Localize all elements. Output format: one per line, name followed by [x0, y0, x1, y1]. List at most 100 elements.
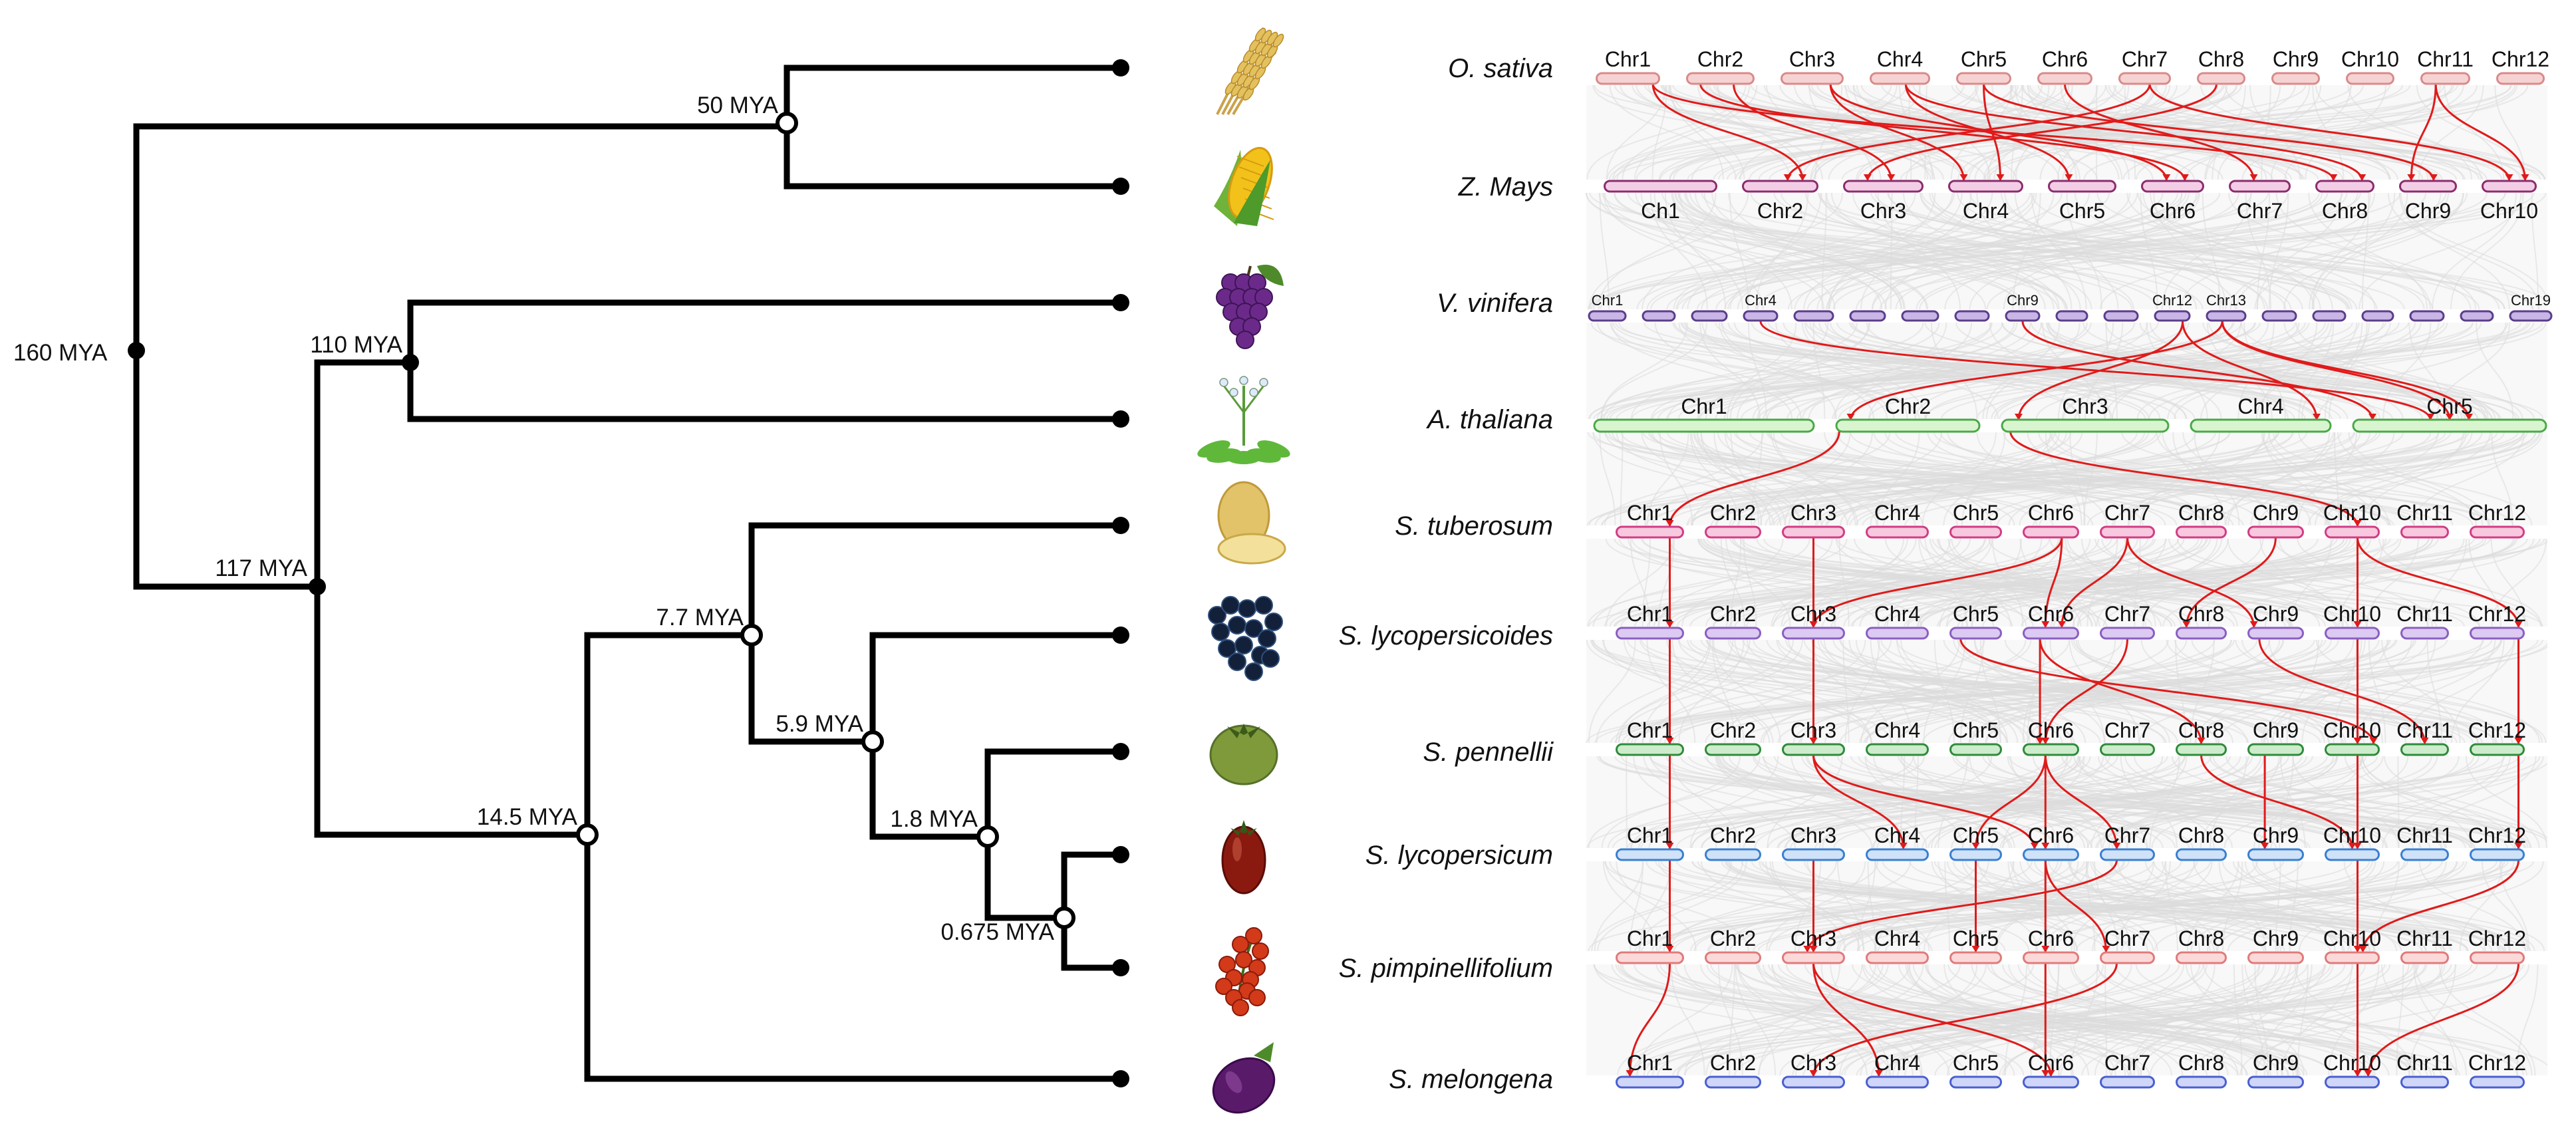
chromosome-bar: [1604, 180, 1717, 193]
chromosome-label: Chr13: [2206, 292, 2246, 309]
species-label: S. lycopersicoides: [1339, 621, 1553, 650]
chromosome-bar: [2103, 310, 2139, 322]
chromosome-label: Chr2: [1710, 718, 1756, 742]
chromosome-label: Chr2: [1757, 199, 1803, 223]
chromosome-bar: [2247, 1075, 2304, 1089]
chromosome-bar: [2048, 180, 2116, 193]
divergence-time-label: 5.9 MYA: [776, 711, 863, 737]
synteny-link-arrow: [2353, 520, 2362, 527]
synteny-link-arrow: [2180, 174, 2189, 181]
chromosome-bar: [1849, 310, 1886, 322]
chromosome-bar: [2400, 627, 2449, 640]
species-label: Z. Mays: [1458, 172, 1553, 202]
chromosome-label: Chr1: [1627, 823, 1673, 847]
synteny-link-arrow: [1846, 414, 1855, 420]
chromosome-label: Chr19: [2511, 292, 2551, 309]
synteny-link: [1850, 321, 2223, 420]
chromosome-bar: [2470, 525, 2525, 539]
chromosome-label: Chr8: [2178, 602, 2224, 626]
chromosome-label: Chr7: [2104, 823, 2150, 847]
chromosome-bar: [2261, 310, 2297, 322]
synteny-link: [2258, 638, 2426, 744]
synteny-link: [1806, 859, 2118, 952]
synteny-link-arrow: [1665, 621, 1674, 628]
synteny-link-arrow: [2407, 174, 2416, 181]
chromosome-label: Chr11: [2396, 602, 2453, 626]
chromosome-bar: [2154, 310, 2191, 322]
chromosome-label: Chr5: [2426, 394, 2472, 418]
synteny-link: [1787, 83, 2151, 181]
chromosome-bar: [1866, 525, 1929, 539]
chromosome-bar: [2023, 848, 2079, 861]
chromosome-bar: [2176, 1075, 2227, 1089]
synteny-link: [1959, 638, 2374, 744]
chromosome-bar: [2470, 951, 2525, 964]
tree-tip: [1112, 517, 1129, 534]
chromosome-bar: [1866, 1075, 1929, 1089]
chromosome-label: Chr12: [2468, 718, 2526, 742]
chromosome-bar: [2023, 743, 2079, 756]
chromosome-label: Chr7: [2104, 718, 2150, 742]
synteny-link: [2017, 321, 2184, 420]
divergence-time-label: 7.7 MYA: [656, 605, 744, 631]
chromosome-bar: [1616, 848, 1684, 861]
synteny-link-arrow: [2369, 738, 2378, 744]
synteny-link-arrow: [2162, 174, 2171, 181]
chromosome-label: Chr1: [1681, 394, 1727, 418]
chromosome-label: Chr8: [2178, 926, 2224, 950]
chromosome-bar: [2400, 525, 2449, 539]
chromosome-label: Chr8: [2178, 718, 2224, 742]
chromosome-label: Chr1: [1627, 501, 1673, 525]
chromosome-bar: [2190, 418, 2332, 433]
synteny-link-arrow: [2514, 621, 2523, 628]
synteny-link-arrow: [2057, 621, 2066, 628]
maize-icon: [1214, 146, 1274, 226]
chromosome-bar: [1793, 310, 1834, 322]
chromosome-bar: [2400, 743, 2449, 756]
species-icons: [1197, 27, 1290, 1114]
synteny-link: [2061, 537, 2128, 628]
chromosome-label: Chr9: [2253, 602, 2299, 626]
synteny-link-arrow: [2364, 1070, 2372, 1077]
synteny-link: [1669, 430, 1840, 527]
synteny-link: [1829, 83, 1965, 181]
synteny-link-arrow: [2521, 174, 2529, 181]
chromosome-bar: [1949, 525, 2002, 539]
chromosome-label: Chr6: [2150, 199, 2196, 223]
synteny-link-arrow: [1809, 946, 1818, 952]
chromosome-label: Chr1: [1605, 47, 1651, 71]
chromosome-bar: [1782, 848, 1845, 861]
synteny-link-arrow: [2197, 738, 2206, 744]
chromosome-label: Chr6: [2028, 718, 2074, 742]
chromosome-bar: [2005, 310, 2041, 322]
chromosome-label: Chr1: [1592, 292, 1624, 309]
green-tomato-icon: [1209, 724, 1278, 785]
tree-node: [128, 342, 145, 359]
chromosome-label: Chr3: [1790, 602, 1836, 626]
chromosome-label: Chr9: [2253, 823, 2299, 847]
chromosome-bar: [1782, 1075, 1845, 1089]
synteny-link-arrow: [2353, 738, 2362, 744]
chromosome-label: Chr4: [2237, 394, 2283, 418]
chromosome-label: Chr12: [2468, 602, 2526, 626]
chromosome-bar: [2055, 310, 2088, 322]
chromosome-label: Chr11: [2396, 823, 2453, 847]
synteny-link: [2021, 321, 2374, 420]
chromosome-bar: [2023, 951, 2079, 964]
chromosome-bar: [1705, 525, 1761, 539]
chromosome-label: Chr4: [1874, 718, 1920, 742]
chromosome-bar: [2325, 848, 2380, 861]
chromosome-bar: [1901, 310, 1939, 322]
synteny-link-arrow: [1899, 843, 1908, 849]
chromosome-bar: [2420, 72, 2470, 85]
divergence-time-label: 0.675 MYA: [940, 919, 1054, 945]
chromosome-label: Chr7: [2104, 1051, 2150, 1075]
chromosome-label: Chr10: [2323, 823, 2381, 847]
synteny-link: [2039, 638, 2202, 744]
chromosome-label: Chr6: [2028, 823, 2074, 847]
tree-tip: [1112, 959, 1129, 976]
